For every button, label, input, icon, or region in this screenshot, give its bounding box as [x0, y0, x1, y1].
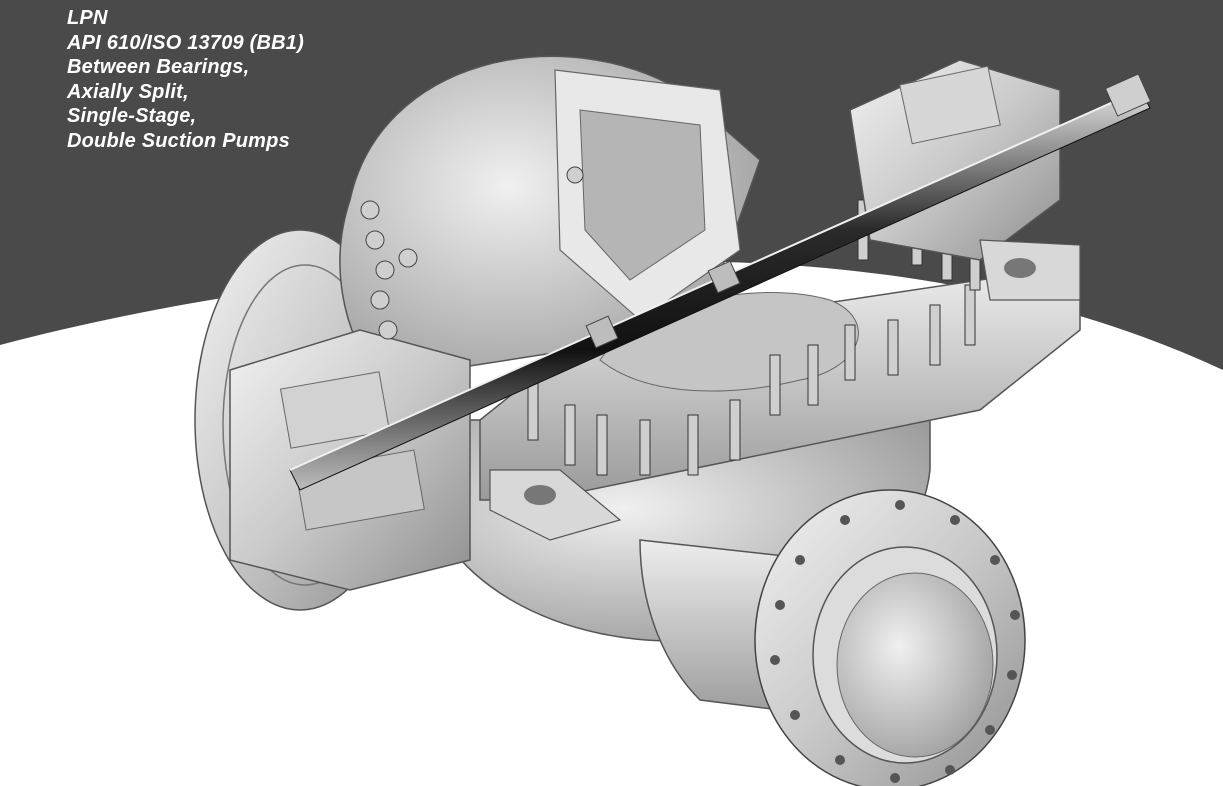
title-line-split: Axially Split, — [67, 80, 189, 103]
title-line-suction: Double Suction Pumps — [67, 129, 290, 152]
product-title: LPN API 610/ISO 13709 (BB1) Between Bear… — [67, 6, 304, 153]
left-foot — [489, 469, 622, 541]
title-line-type: Between Bearings, — [67, 56, 250, 78]
title-line-stage: Single-Stage, — [67, 105, 197, 127]
discharge-flange — [754, 489, 1026, 786]
pump-shaft — [289, 73, 1152, 491]
title-line-standard: API 610/ISO 13709 (BB1) — [67, 31, 304, 54]
casing-bolts — [360, 166, 584, 340]
title-line-model: LPN — [67, 7, 108, 29]
